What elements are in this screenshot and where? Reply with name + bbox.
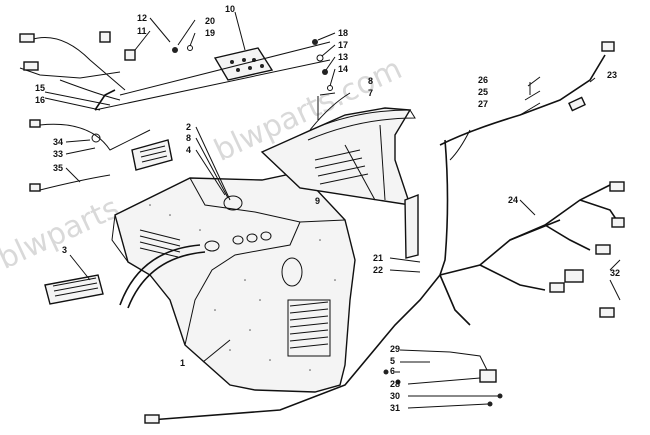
callout-23: 23 xyxy=(607,70,617,80)
switch-cables xyxy=(19,31,331,111)
watermark-text: blwparts xyxy=(0,190,125,276)
callout-30: 30 xyxy=(390,391,400,401)
leader-lines xyxy=(44,11,621,409)
callout-17: 17 xyxy=(338,40,348,50)
callout-6: 6 xyxy=(390,366,395,376)
callout-5: 5 xyxy=(390,356,395,366)
callout-32: 32 xyxy=(610,268,620,278)
callout-33: 33 xyxy=(53,149,63,159)
callout-35: 35 xyxy=(53,163,63,173)
bracket xyxy=(404,193,419,259)
wiring-harness xyxy=(144,41,625,424)
callout-21: 21 xyxy=(373,253,383,263)
callout-9: 9 xyxy=(315,196,320,206)
callout-12: 12 xyxy=(137,13,147,23)
callout-19: 19 xyxy=(205,28,215,38)
callout-8-left: 8 xyxy=(186,133,191,143)
fender-rail xyxy=(119,244,201,306)
callout-27: 27 xyxy=(478,99,488,109)
connector-group xyxy=(383,351,503,407)
callout-11: 11 xyxy=(137,26,147,36)
callout-20: 20 xyxy=(205,16,215,26)
callout-15: 15 xyxy=(35,83,45,93)
callout-8-right: 8 xyxy=(368,76,373,86)
callout-24: 24 xyxy=(508,195,518,205)
callout-28: 28 xyxy=(390,379,400,389)
callout-7: 7 xyxy=(368,88,373,98)
callout-18: 18 xyxy=(338,28,348,38)
callout-22: 22 xyxy=(373,265,383,275)
callouts: 1 2 3 4 5 6 7 8 8 9 10 11 12 13 14 15 16… xyxy=(35,4,620,413)
callout-26: 26 xyxy=(478,75,488,85)
decal-3 xyxy=(44,274,104,305)
callout-4: 4 xyxy=(186,145,191,155)
gauge-hole xyxy=(223,195,243,211)
callout-14: 14 xyxy=(338,64,348,74)
right-vents xyxy=(287,299,331,357)
callout-25: 25 xyxy=(478,87,488,97)
callout-29: 29 xyxy=(390,344,400,354)
dash-panel xyxy=(260,107,416,206)
callout-10: 10 xyxy=(225,4,235,14)
small-harnesses xyxy=(29,119,151,192)
callout-2: 2 xyxy=(186,122,191,132)
small-fasteners xyxy=(172,39,333,120)
callout-34: 34 xyxy=(53,137,63,147)
callout-3: 3 xyxy=(62,245,67,255)
callout-31: 31 xyxy=(390,403,400,413)
callout-1: 1 xyxy=(180,358,185,368)
watermark: blwparts xyxy=(0,190,125,276)
gauge-hole-2 xyxy=(204,240,220,252)
decal-2 xyxy=(131,139,173,171)
callout-13: 13 xyxy=(338,52,348,62)
callout-16: 16 xyxy=(35,95,45,105)
